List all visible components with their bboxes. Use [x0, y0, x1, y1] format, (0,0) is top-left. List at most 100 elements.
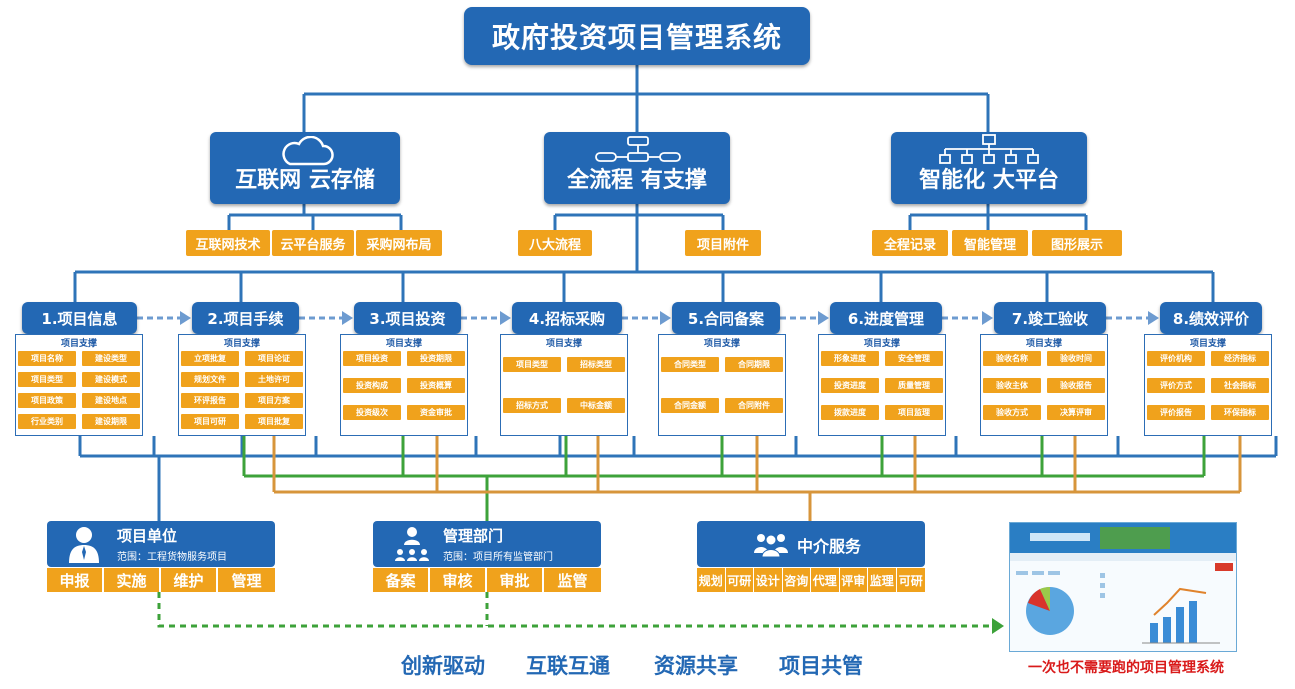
stage-contract: 5.合同备案: [672, 302, 780, 334]
item-tag: 合同金额: [661, 398, 719, 413]
action-tag: 审核: [430, 568, 485, 592]
item-tag: 项目政策: [18, 393, 76, 408]
item-tag: 资金审批: [407, 405, 465, 420]
org-scope: 范围：工程货物服务项目: [117, 552, 227, 563]
pillar-platform: 智能化 大平台: [891, 132, 1087, 204]
item-tag: 环保指标: [1211, 405, 1269, 420]
screenshot-caption: 一次也不需要跑的项目管理系统: [1028, 660, 1224, 676]
item-tag: 投资级次: [343, 405, 401, 420]
pillar-cloud: 互联网 云存储: [210, 132, 400, 204]
slogan: 资源共享: [654, 654, 738, 678]
slogan: 创新驱动: [401, 654, 485, 678]
action-tag: 申报: [47, 568, 102, 592]
feature-tag: 智能管理: [952, 230, 1028, 256]
stage-panel: 项目支撑 验收名称 验收时间 验收主体 验收报告 验收方式 决算评审: [980, 334, 1108, 436]
item-tag: 验收方式: [983, 405, 1041, 420]
item-tag: 拨款进度: [821, 405, 879, 420]
org-name: 项目单位: [117, 527, 178, 545]
item-tag: 评价报告: [1147, 405, 1205, 420]
stage-procurement: 4.招标采购: [512, 302, 622, 334]
item-tag: 规划文件: [181, 372, 239, 387]
action-tag: 监理: [868, 568, 896, 592]
action-tag: 管理: [218, 568, 275, 592]
feature-tag: 项目附件: [685, 230, 761, 256]
item-tag: 评价机构: [1147, 351, 1205, 366]
item-tag: 土地许可: [245, 372, 303, 387]
item-tag: 投资期限: [407, 351, 465, 366]
item-tag: 投资进度: [821, 378, 879, 393]
system-title: 政府投资项目管理系统: [464, 7, 810, 65]
system-screenshot: [1009, 522, 1237, 652]
action-tag: 可研: [725, 568, 753, 592]
support-label: 项目支撑: [385, 339, 422, 349]
org-intermediary: 中介服务: [697, 521, 925, 567]
action-tag: 备案: [373, 568, 428, 592]
group-icon: [754, 534, 788, 557]
stage-project-info: 1.项目信息: [22, 302, 137, 334]
stage-panel: 项目支撑 项目名称 建设类型 项目类型 建设模式 项目政策 建设地点 行业类别 …: [15, 334, 143, 436]
pillar-process: 全流程 有支撑: [544, 132, 730, 204]
item-tag: 招标类型: [567, 357, 625, 372]
support-label: 项目支撑: [703, 339, 740, 349]
item-tag: 验收名称: [983, 351, 1041, 366]
item-tag: 验收报告: [1047, 378, 1105, 393]
org-actions: 备案 审核 审批 监管: [373, 568, 601, 592]
action-tag: 实施: [104, 568, 159, 592]
item-tag: 环评报告: [181, 393, 239, 408]
stage-panel: 项目支撑 立项批复 项目论证 规划文件 土地许可 环评报告 项目方案 项目可研 …: [178, 334, 306, 436]
item-tag: 项目监理: [885, 405, 943, 420]
org-actions: 申报 实施 维护 管理: [47, 568, 275, 592]
stage-panel: 项目支撑 项目投资 投资期限 投资构成 投资概算 投资级次 资金审批: [340, 334, 468, 436]
item-tag: 行业类别: [18, 414, 76, 429]
item-tag: 合同类型: [661, 357, 719, 372]
screenshot-image: [1010, 523, 1236, 651]
support-label: 项目支撑: [1189, 339, 1226, 349]
item-tag: 建设模式: [82, 372, 140, 387]
item-tag: 社会指标: [1211, 378, 1269, 393]
item-tag: 项目可研: [181, 414, 239, 429]
stage-panel: 项目支撑 项目类型 招标类型 招标方式 中标金额: [500, 334, 628, 436]
stage-panel: 项目支撑 形象进度 安全管理 投资进度 质量管理 拨款进度 项目监理: [818, 334, 946, 436]
pillar-label: 全流程 有支撑: [567, 168, 707, 193]
support-label: 项目支撑: [60, 339, 97, 349]
item-tag: 验收主体: [983, 378, 1041, 393]
flowchart-icon: [595, 136, 681, 162]
stage-investment: 3.项目投资: [354, 302, 461, 334]
action-tag: 维护: [161, 568, 216, 592]
item-tag: 质量管理: [885, 378, 943, 393]
item-tag: 中标金额: [567, 398, 625, 413]
support-label: 项目支撑: [863, 339, 900, 349]
cloud-icon: [282, 136, 334, 166]
item-tag: 项目类型: [18, 372, 76, 387]
item-tag: 合同期限: [725, 357, 783, 372]
item-tag: 建设地点: [82, 393, 140, 408]
action-tag: 设计: [754, 568, 782, 592]
action-tag: 监管: [544, 568, 601, 592]
slogan: 项目共管: [779, 654, 863, 678]
team-icon: [395, 527, 429, 561]
item-tag: 经济指标: [1211, 351, 1269, 366]
org-management: 管理部门 范围：项目所有监管部门: [373, 521, 601, 567]
person-icon: [69, 527, 99, 563]
slogan: 互联互通: [526, 654, 610, 678]
feature-tag: 互联网技术: [186, 230, 270, 256]
network-tree-icon: [939, 134, 1039, 164]
action-tag: 评审: [839, 568, 867, 592]
item-tag: 项目名称: [18, 351, 76, 366]
org-name: 管理部门: [443, 527, 504, 545]
item-tag: 建设期限: [82, 414, 140, 429]
item-tag: 形象进度: [821, 351, 879, 366]
item-tag: 建设类型: [82, 351, 140, 366]
action-tag: 规划: [697, 568, 725, 592]
feature-tag: 全程记录: [872, 230, 948, 256]
org-name: 中介服务: [797, 537, 862, 556]
item-tag: 投资概算: [407, 378, 465, 393]
action-tag: 审批: [487, 568, 542, 592]
org-project-unit: 项目单位 范围：工程货物服务项目: [47, 521, 275, 567]
org-scope: 范围：项目所有监管部门: [443, 552, 553, 563]
pillar-label: 互联网 云存储: [235, 168, 375, 193]
support-label: 项目支撑: [545, 339, 582, 349]
action-tag: 可研: [896, 568, 925, 592]
feature-tag: 图形展示: [1032, 230, 1122, 256]
org-actions: 规划 可研 设计 咨询 代理 评审 监理 可研: [697, 568, 925, 592]
